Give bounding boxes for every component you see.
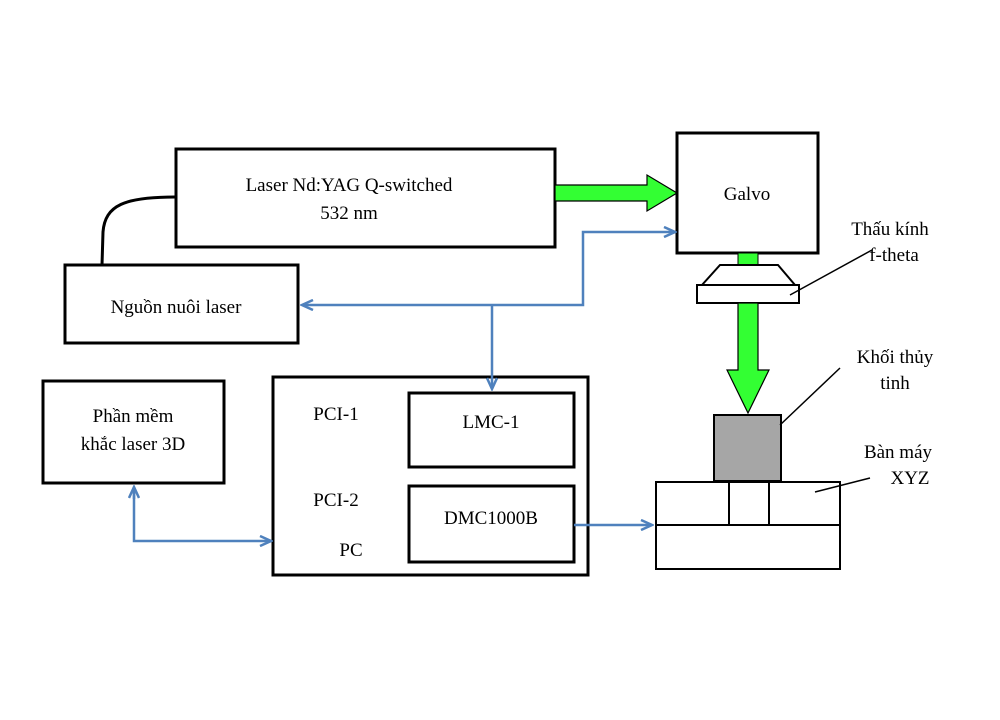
laser-source-box: Laser Nd:YAG Q-switched 532 nm (174, 147, 557, 249)
pci2-label: PCI-2 (313, 490, 358, 511)
laser-beam-arrow (554, 173, 679, 213)
stage-leader-line (814, 477, 871, 493)
glass-block (713, 414, 782, 482)
power-supply-box: Nguồn nuôi laser (63, 263, 300, 345)
focused-beam-arrow (726, 302, 770, 415)
dmc1000b-label: DMC1000B (444, 508, 538, 529)
stage-label-line2: XYZ (890, 468, 929, 489)
lens-leader-line (789, 249, 873, 296)
software-box: Phần mềm khắc laser 3D (41, 379, 226, 485)
lens-label-line2: f-theta (869, 245, 919, 266)
galvo-box: Galvo (675, 131, 820, 255)
pc-label: PC (339, 540, 362, 561)
laser-label-line1: Laser Nd:YAG Q-switched (246, 175, 453, 196)
software-pc-signal (132, 487, 271, 541)
glass-block-leader-line (779, 367, 841, 426)
power-cable (100, 195, 176, 266)
glass-block-label-line1: Khối thủy (857, 347, 934, 368)
pci1-label: PCI-1 (313, 404, 358, 425)
dmc1000b-card: DMC1000B (407, 484, 576, 564)
lmc-to-galvo-signal (492, 232, 675, 307)
lens-label-line1: Thấu kính (851, 219, 929, 240)
lmc1-label: LMC-1 (463, 412, 520, 433)
stage-label-line1: Bàn máy (864, 442, 933, 463)
lmc1-card: LMC-1 (407, 391, 576, 469)
glass-block-label-line2: tinh (880, 373, 910, 394)
software-label-line1: Phần mềm (93, 406, 174, 427)
galvo-label: Galvo (724, 184, 770, 205)
software-label-line2: khắc laser 3D (81, 434, 185, 455)
laser-label-line2: 532 nm (320, 203, 378, 224)
xyz-stage (655, 481, 841, 570)
power-supply-label: Nguồn nuôi laser (111, 297, 243, 318)
f-theta-lens (696, 264, 800, 304)
galvo-lens-beam (737, 252, 759, 266)
